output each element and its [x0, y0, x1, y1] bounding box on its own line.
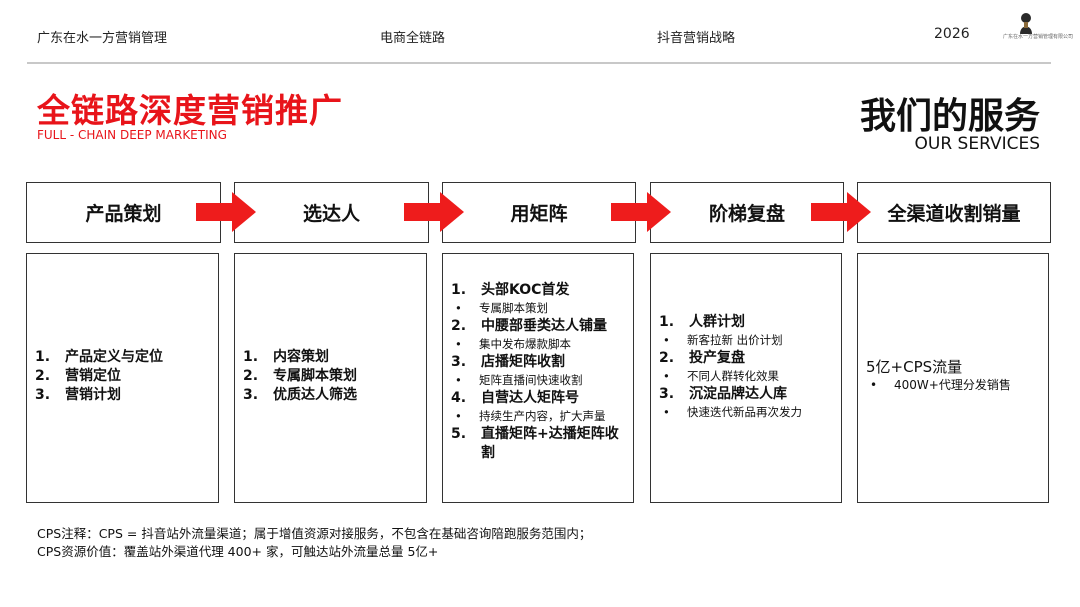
logo-text: 广东在水一方营销管理有限公司 — [1003, 34, 1074, 40]
list-item: 1.内容策划 — [243, 349, 329, 365]
list-subitem: •快速迭代新品再次发力 — [663, 405, 802, 419]
list-subitem: •不同人群转化效果 — [663, 369, 779, 383]
detail-tiered-review: 1.人群计划 •新客拉新 出价计划 2.投产复盘 •不同人群转化效果 3.沉淀品… — [650, 253, 842, 503]
list-item: 2.投产复盘 — [659, 350, 745, 366]
cps-value-note: CPS资源价值：覆盖站外渠道代理 400+ 家，可触达站外流量总量 5亿+ — [37, 544, 439, 559]
header-company: 广东在水一方营销管理 — [37, 31, 168, 46]
list-item: 2.中腰部垂类达人铺量 — [451, 318, 607, 334]
arrow-right-icon — [811, 192, 871, 232]
list-subitem: •集中发布爆款脚本 — [455, 337, 571, 351]
step-product-planning: 产品策划 — [26, 182, 221, 243]
logo-emblem-icon — [1020, 13, 1032, 34]
detail-use-matrix: 1.头部KOC首发 •专属脚本策划 2.中腰部垂类达人铺量 •集中发布爆款脚本 … — [442, 253, 634, 503]
header-douyin-strategy: 抖音营销战略 — [657, 31, 736, 46]
list-item: 3.沉淀品牌达人库 — [659, 386, 787, 402]
list-item: 3.店播矩阵收割 — [451, 354, 565, 370]
list-item: 1.人群计划 — [659, 314, 745, 330]
list-item: 5亿+CPS流量 — [866, 358, 963, 376]
list-subitem: •矩阵直播间快速收割 — [455, 373, 583, 387]
detail-product-planning: 1.产品定义与定位 2.营销定位 3.营销计划 — [26, 253, 219, 503]
services-title: 我们的服务 — [859, 96, 1040, 137]
list-item: 2.营销定位 — [35, 368, 121, 384]
step-select-influencers: 选达人 — [234, 182, 429, 243]
list-subitem: •持续生产内容，扩大声量 — [455, 409, 606, 423]
arrow-right-icon — [404, 192, 464, 232]
header-divider — [27, 62, 1051, 64]
header-year: 2026 — [934, 26, 970, 42]
arrow-right-icon — [196, 192, 256, 232]
cps-note: CPS注释：CPS = 抖音站外流量渠道；属于增值资源对接服务，不包含在基础咨询… — [37, 526, 592, 541]
list-item: 3.优质达人筛选 — [243, 387, 357, 403]
company-logo: 广东在水一方营销管理有限公司 — [1003, 12, 1074, 48]
list-subitem: •新客拉新 出价计划 — [663, 333, 783, 347]
list-item: 1.产品定义与定位 — [35, 349, 163, 365]
detail-select-influencers: 1.内容策划 2.专属脚本策划 3.优质达人筛选 — [234, 253, 427, 503]
detail-full-channel-sales: 5亿+CPS流量 •400W+代理分发销售 — [857, 253, 1049, 503]
list-item: 1.头部KOC首发 — [451, 282, 570, 298]
page-subtitle: FULL - CHAIN DEEP MARKETING — [37, 128, 227, 142]
list-subitem: •400W+代理分发销售 — [870, 378, 1011, 392]
list-item: 3.营销计划 — [35, 387, 121, 403]
list-subitem: •专属脚本策划 — [455, 301, 548, 315]
step-use-matrix: 用矩阵 — [442, 182, 636, 243]
step-full-channel-sales: 全渠道收割销量 — [857, 182, 1051, 243]
arrow-right-icon — [611, 192, 671, 232]
page-title: 全链路深度营销推广 — [37, 91, 343, 130]
header-ecommerce: 电商全链路 — [380, 31, 446, 46]
list-item: 4.自营达人矩阵号 — [451, 390, 579, 406]
list-item: 2.专属脚本策划 — [243, 368, 357, 384]
list-item: 5.直播矩阵+达播矩阵收割 — [451, 426, 619, 461]
services-subtitle: OUR SERVICES — [914, 134, 1041, 154]
